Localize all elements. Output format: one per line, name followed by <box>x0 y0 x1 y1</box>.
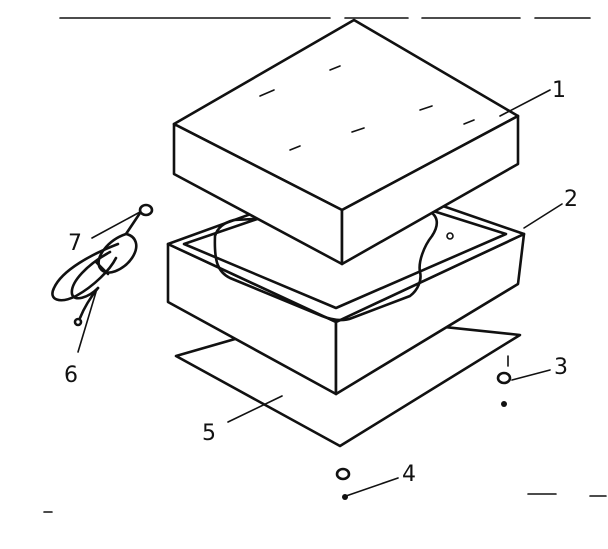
part-6-7-power-cord <box>51 203 154 327</box>
callout-6: 6 <box>64 363 78 388</box>
callout-3: 3 <box>554 355 568 380</box>
callout-4: 4 <box>402 462 416 487</box>
scan-marks <box>43 493 607 513</box>
part-1-lid <box>172 18 520 266</box>
callout-1: 1 <box>552 78 566 103</box>
callout-7: 7 <box>68 231 82 256</box>
part-3-foot <box>496 355 512 407</box>
callout-5: 5 <box>202 421 216 446</box>
leader-lines <box>77 89 563 497</box>
callout-2: 2 <box>564 187 578 212</box>
